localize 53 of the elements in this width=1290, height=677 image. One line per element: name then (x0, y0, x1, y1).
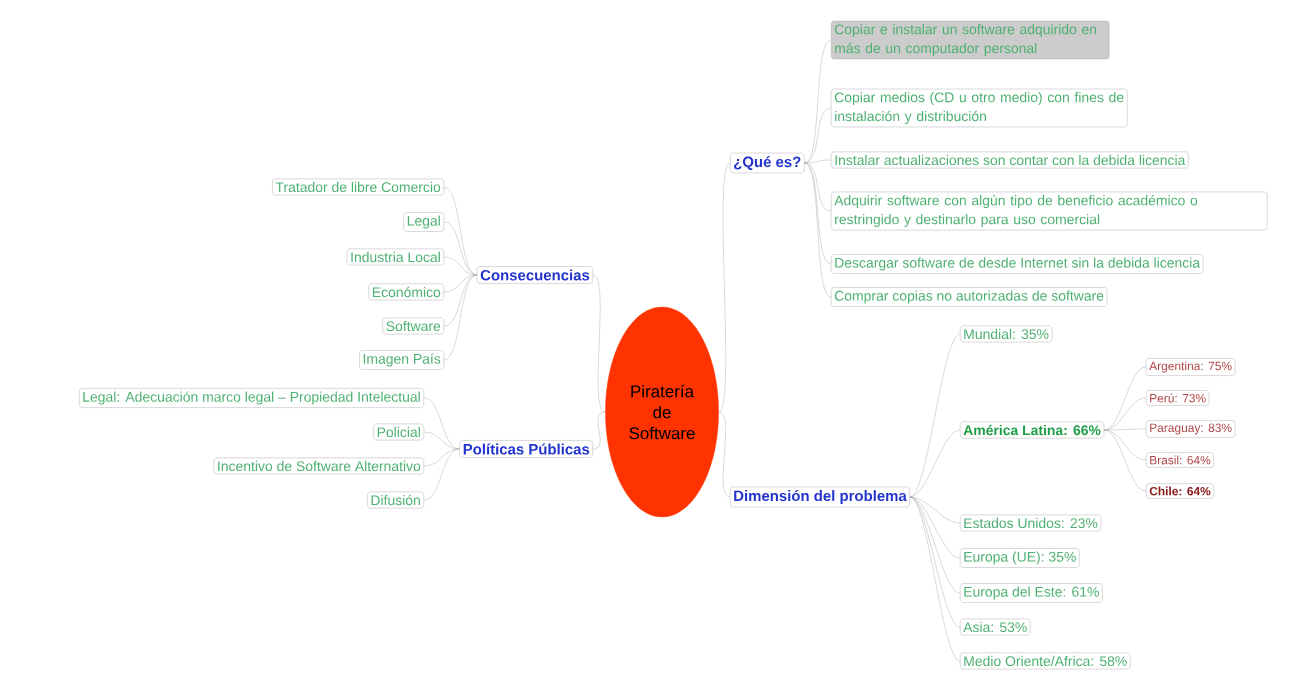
item-box: Imagen País (359, 350, 444, 370)
connector (1103, 428, 1147, 431)
topic-box: Dimensión del problema (730, 486, 910, 508)
item-box: Comprar copias no autorizadas de software (831, 287, 1108, 307)
item-box: Argentina: 75% (1146, 358, 1236, 376)
item-box: Brasil: 64% (1146, 452, 1214, 468)
item-box: Policial (373, 423, 424, 441)
connector (423, 448, 460, 467)
connector (804, 162, 832, 298)
item-box: Adquirir software con algún tipo de beneficio académico o restringido y destinarlo para uso comercial (831, 191, 1268, 231)
connector (909, 496, 961, 594)
item-box: Legal (403, 212, 444, 232)
connector (909, 429, 961, 498)
item-box: Económico (368, 283, 444, 301)
item-box: Asia: 53% (960, 618, 1031, 636)
connector (443, 256, 478, 276)
connector (443, 274, 478, 361)
connector (592, 274, 606, 413)
item-box: Europa (UE): 35% (960, 548, 1080, 568)
item-box: América Latina: 66% (960, 421, 1105, 439)
connector (1103, 429, 1147, 492)
item-box: Paraguay: 83% (1146, 420, 1236, 438)
item-box: Incentivo de Software Alternativo (213, 457, 424, 475)
item-box: Europa del Este: 61% (960, 583, 1103, 603)
connector (909, 496, 961, 662)
connector (592, 411, 606, 450)
item-box: Mundial: 35% (960, 325, 1053, 343)
connector (804, 39, 832, 164)
connector (804, 162, 832, 265)
item-box: Copiar medios (CD u otro medio) con fines de instalación y distribución (831, 88, 1128, 128)
item-box: Estados Unidos: 23% (960, 514, 1102, 532)
item-box: Difusión (367, 491, 424, 509)
connector (1103, 429, 1147, 461)
connector (423, 431, 460, 450)
topic-box: Consecuencias (476, 266, 593, 284)
connector (909, 333, 961, 498)
connector (718, 162, 731, 413)
item-box: Perú: 73% (1146, 390, 1210, 406)
item-box: Medio Oriente/Africa: 58% (960, 652, 1131, 670)
connector (909, 496, 961, 524)
item-box: Tratador de libre Comercio (272, 178, 444, 196)
connector (804, 159, 832, 164)
connector (718, 411, 731, 498)
item-box: Software (382, 317, 444, 335)
topic-box: ¿Qué es? (730, 152, 805, 174)
item-box: Industria Local (346, 248, 444, 266)
item-box: Chile: 64% (1146, 483, 1214, 499)
item-box: Instalar actualizaciones son contar con la debida licencia (831, 151, 1189, 169)
item-box: Descargar software de desde Internet sin la debida licencia (831, 254, 1204, 274)
item-box: Legal: Adecuación marco legal – Propiedad Intelectual (79, 388, 424, 408)
connector (423, 448, 460, 501)
topic-box: Políticas Públicas (459, 440, 593, 458)
item-box: Copiar e instalar un software adquirido en más de un computador personal (831, 20, 1110, 60)
